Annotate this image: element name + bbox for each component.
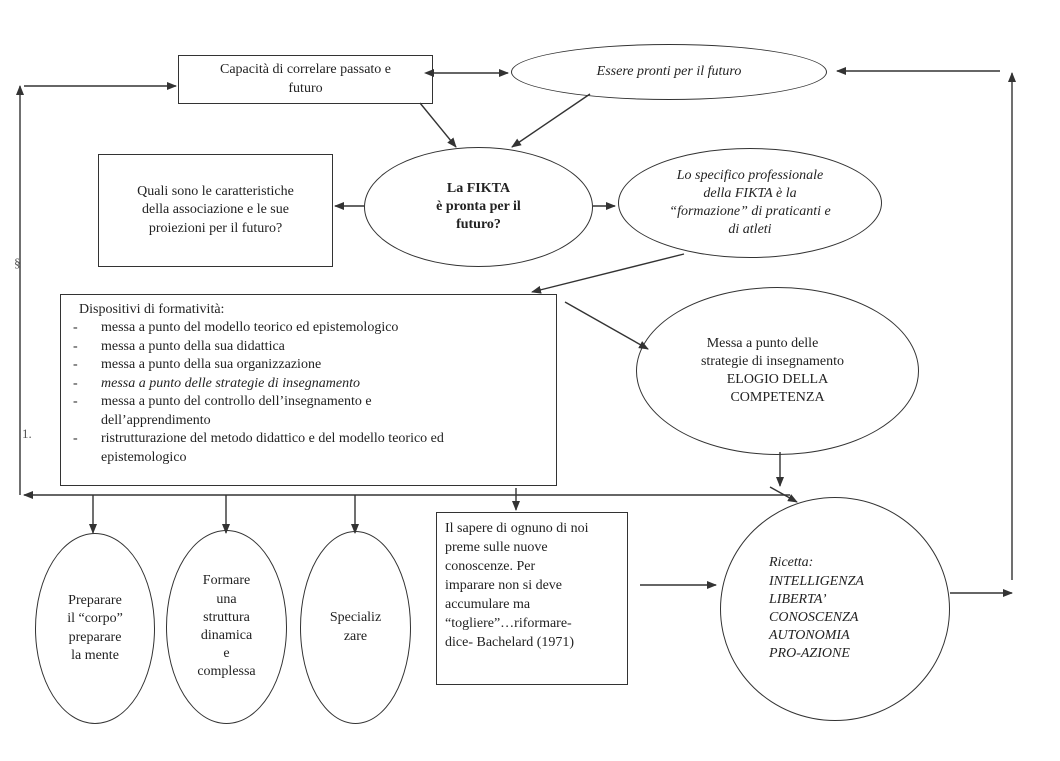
node-quali-line: Quali sono le caratteristiche (137, 184, 294, 200)
node-ricetta-line: CONOSCENZA (769, 610, 859, 625)
node-specializzare-line: zare (343, 628, 368, 644)
dispositivi-list: messa a punto del modello teorico ed epi… (69, 319, 548, 467)
node-ricetta-line: Ricetta: (769, 555, 814, 571)
dispositivi-item: messa a punto delle strategie di insegna… (69, 375, 548, 394)
node-preparare-line: il “corpo” (67, 611, 123, 627)
node-preparare-line: Preparare (68, 593, 122, 609)
node-preparare-corpo: Preparare il “corpo” preparare la mente (35, 533, 155, 724)
node-messa-line: Messa a punto delle (706, 335, 819, 351)
node-essere-pronti-line: Essere pronti per il futuro (596, 63, 742, 79)
arrow-essere-fikta (511, 93, 591, 148)
node-sapere-line: dice- Bachelard (1971) (445, 635, 575, 651)
node-sapere-line: imparare non si deve (445, 578, 563, 594)
node-ricetta-line: INTELLIGENZA (769, 573, 864, 589)
node-ricetta-line: AUTONOMIA (769, 628, 850, 644)
node-quali-line: proiezioni per il futuro? (148, 220, 283, 236)
node-capacita-line: Capacità di correlare passato e (219, 62, 392, 78)
node-messa-line: ELOGIO DELLA (726, 372, 829, 387)
node-formare-line: Formare (202, 573, 251, 589)
node-capacita-correlare: Capacità di correlare passato e futuro (178, 55, 433, 104)
node-ricetta-line: PRO-AZIONE (769, 646, 850, 662)
node-formare-line: e (223, 646, 230, 662)
dispositivi-item: dell’apprendimento (101, 412, 211, 428)
node-messa-line: COMPETENZA (730, 390, 825, 406)
node-specifico-line: di atleti (728, 222, 772, 238)
node-ricetta: Ricetta: INTELLIGENZA LIBERTA’ CONOSCENZ… (720, 497, 950, 721)
node-specifico-line: “formazione” di praticanti e (669, 204, 831, 219)
node-fikta-line: è pronta per il (436, 198, 521, 214)
dispositivi-item: epistemologico (101, 449, 187, 465)
dispositivi-title: Dispositivi di formatività: (79, 302, 225, 317)
node-sapere-line: accumulare ma (445, 597, 531, 613)
dispositivi-item: messa a punto della sua organizzazione (69, 356, 548, 375)
node-specifico-professionale: Lo specifico professionale della FIKTA è… (618, 148, 882, 258)
node-capacita-line: futuro (288, 80, 323, 96)
node-specializzare-line: Specializ (329, 610, 382, 626)
node-sapere-line: preme sulle nuove (445, 540, 548, 556)
dispositivi-item: messa a punto del modello teorico ed epi… (69, 319, 548, 338)
node-quali-line: della associazione e le sue (142, 202, 289, 218)
node-sapere-line: conoscenze. Per (445, 559, 536, 575)
dispositivi-item: messa a punto della sua didattica (69, 338, 548, 357)
node-quali-caratteristiche: Quali sono le caratteristiche della asso… (98, 154, 333, 267)
node-messa-line: strategie di insegnamento (700, 353, 845, 369)
node-essere-pronti: Essere pronti per il futuro (511, 44, 827, 100)
node-sapere-line: Il sapere di ognuno di noi (445, 521, 589, 536)
node-formare-line: dinamica (200, 628, 253, 643)
arrow-base-ricetta (769, 486, 798, 503)
margin-section-mark: § (14, 255, 21, 270)
dispositivi-item: messa a punto del controllo dell’insegna… (69, 393, 548, 412)
node-preparare-line: la mente (71, 647, 119, 663)
node-sapere-bachelard: Il sapere di ognuno di noi preme sulle n… (436, 512, 628, 685)
node-fikta-line: La FIKTA (446, 180, 511, 196)
arrow-specifico-dispositivi (531, 253, 685, 294)
node-formare-line: struttura (203, 609, 250, 625)
node-fikta-pronta: La FIKTA è pronta per il futuro? (364, 147, 593, 267)
arrow-capacita-fikta (419, 102, 457, 148)
node-messa-a-punto-strategie: Messa a punto delle strategie di insegna… (636, 287, 919, 455)
node-specializzare: Specializ zare (300, 531, 411, 724)
node-preparare-line: preparare (68, 629, 122, 645)
node-formare-line: complessa (197, 664, 256, 680)
arrow-dispositivi-messa (564, 301, 649, 350)
node-ricetta-line: LIBERTA’ (769, 591, 827, 607)
node-sapere-line: “togliere”…riformare- (445, 616, 572, 632)
node-specifico-line: della FIKTA è la (703, 185, 797, 201)
node-specifico-line: Lo specifico professionale (676, 167, 824, 183)
node-fikta-line: futuro? (456, 217, 501, 233)
node-dispositivi-formativita: Dispositivi di formatività: messa a punt… (60, 294, 557, 486)
node-formare-line: una (216, 591, 237, 607)
dispositivi-item: ristrutturazione del metodo didattico e … (69, 430, 548, 449)
node-formare-struttura: Formare una struttura dinamica e comples… (166, 530, 287, 724)
margin-number: 1. (22, 426, 32, 441)
